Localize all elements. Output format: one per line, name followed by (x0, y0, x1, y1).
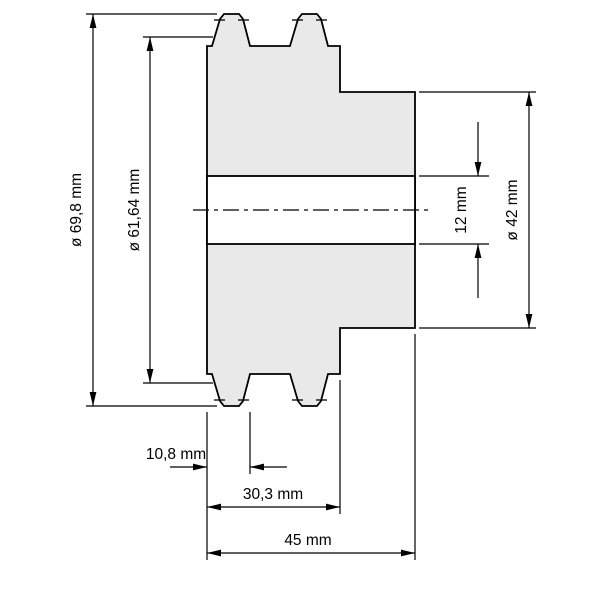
dimension-bore-diameter: 12 mm (419, 122, 489, 298)
dimension-tip-diameter: ø 69,8 mm (68, 13, 217, 407)
dimension-tooth-row-width: 10,8 mm (146, 412, 287, 474)
arrowhead-down (525, 314, 533, 328)
arrowhead-left (207, 549, 221, 557)
arrowhead-up (146, 37, 154, 51)
arrowhead-down (474, 162, 482, 176)
dimension-label-tooth-row-width: 10,8 mm (146, 446, 206, 463)
tooth-chamfer-ticks (214, 19, 327, 401)
arrowhead-right (401, 549, 415, 557)
dimension-teeth-overall-width: 30,3 mm (207, 380, 341, 514)
arrowhead-up (474, 244, 482, 258)
arrowhead-down (89, 392, 97, 406)
arrowhead-up (525, 92, 533, 106)
dimension-label-pitch-diameter: ø 61,64 mm (126, 169, 143, 252)
dimension-hub-diameter: ø 42 mm (419, 91, 536, 329)
dimension-pitch-diameter: ø 61,64 mm (126, 36, 213, 384)
dimension-label-bore-diameter: 12 mm (453, 186, 470, 233)
arrowhead-down (146, 369, 154, 383)
arrowhead-left (250, 463, 264, 471)
dimension-label-teeth-overall-width: 30,3 mm (243, 486, 303, 503)
dimension-label-hub-diameter: ø 42 mm (504, 179, 521, 240)
dimension-label-tip-diameter: ø 69,8 mm (68, 173, 85, 247)
arrowhead-right (193, 463, 207, 471)
arrowhead-up (89, 14, 97, 28)
dimension-label-overall-width: 45 mm (284, 532, 331, 549)
arrowhead-left (207, 503, 221, 511)
dimension-overall-width: 45 mm (206, 334, 416, 560)
arrowhead-right (326, 503, 340, 511)
sprocket-section (193, 13, 429, 407)
